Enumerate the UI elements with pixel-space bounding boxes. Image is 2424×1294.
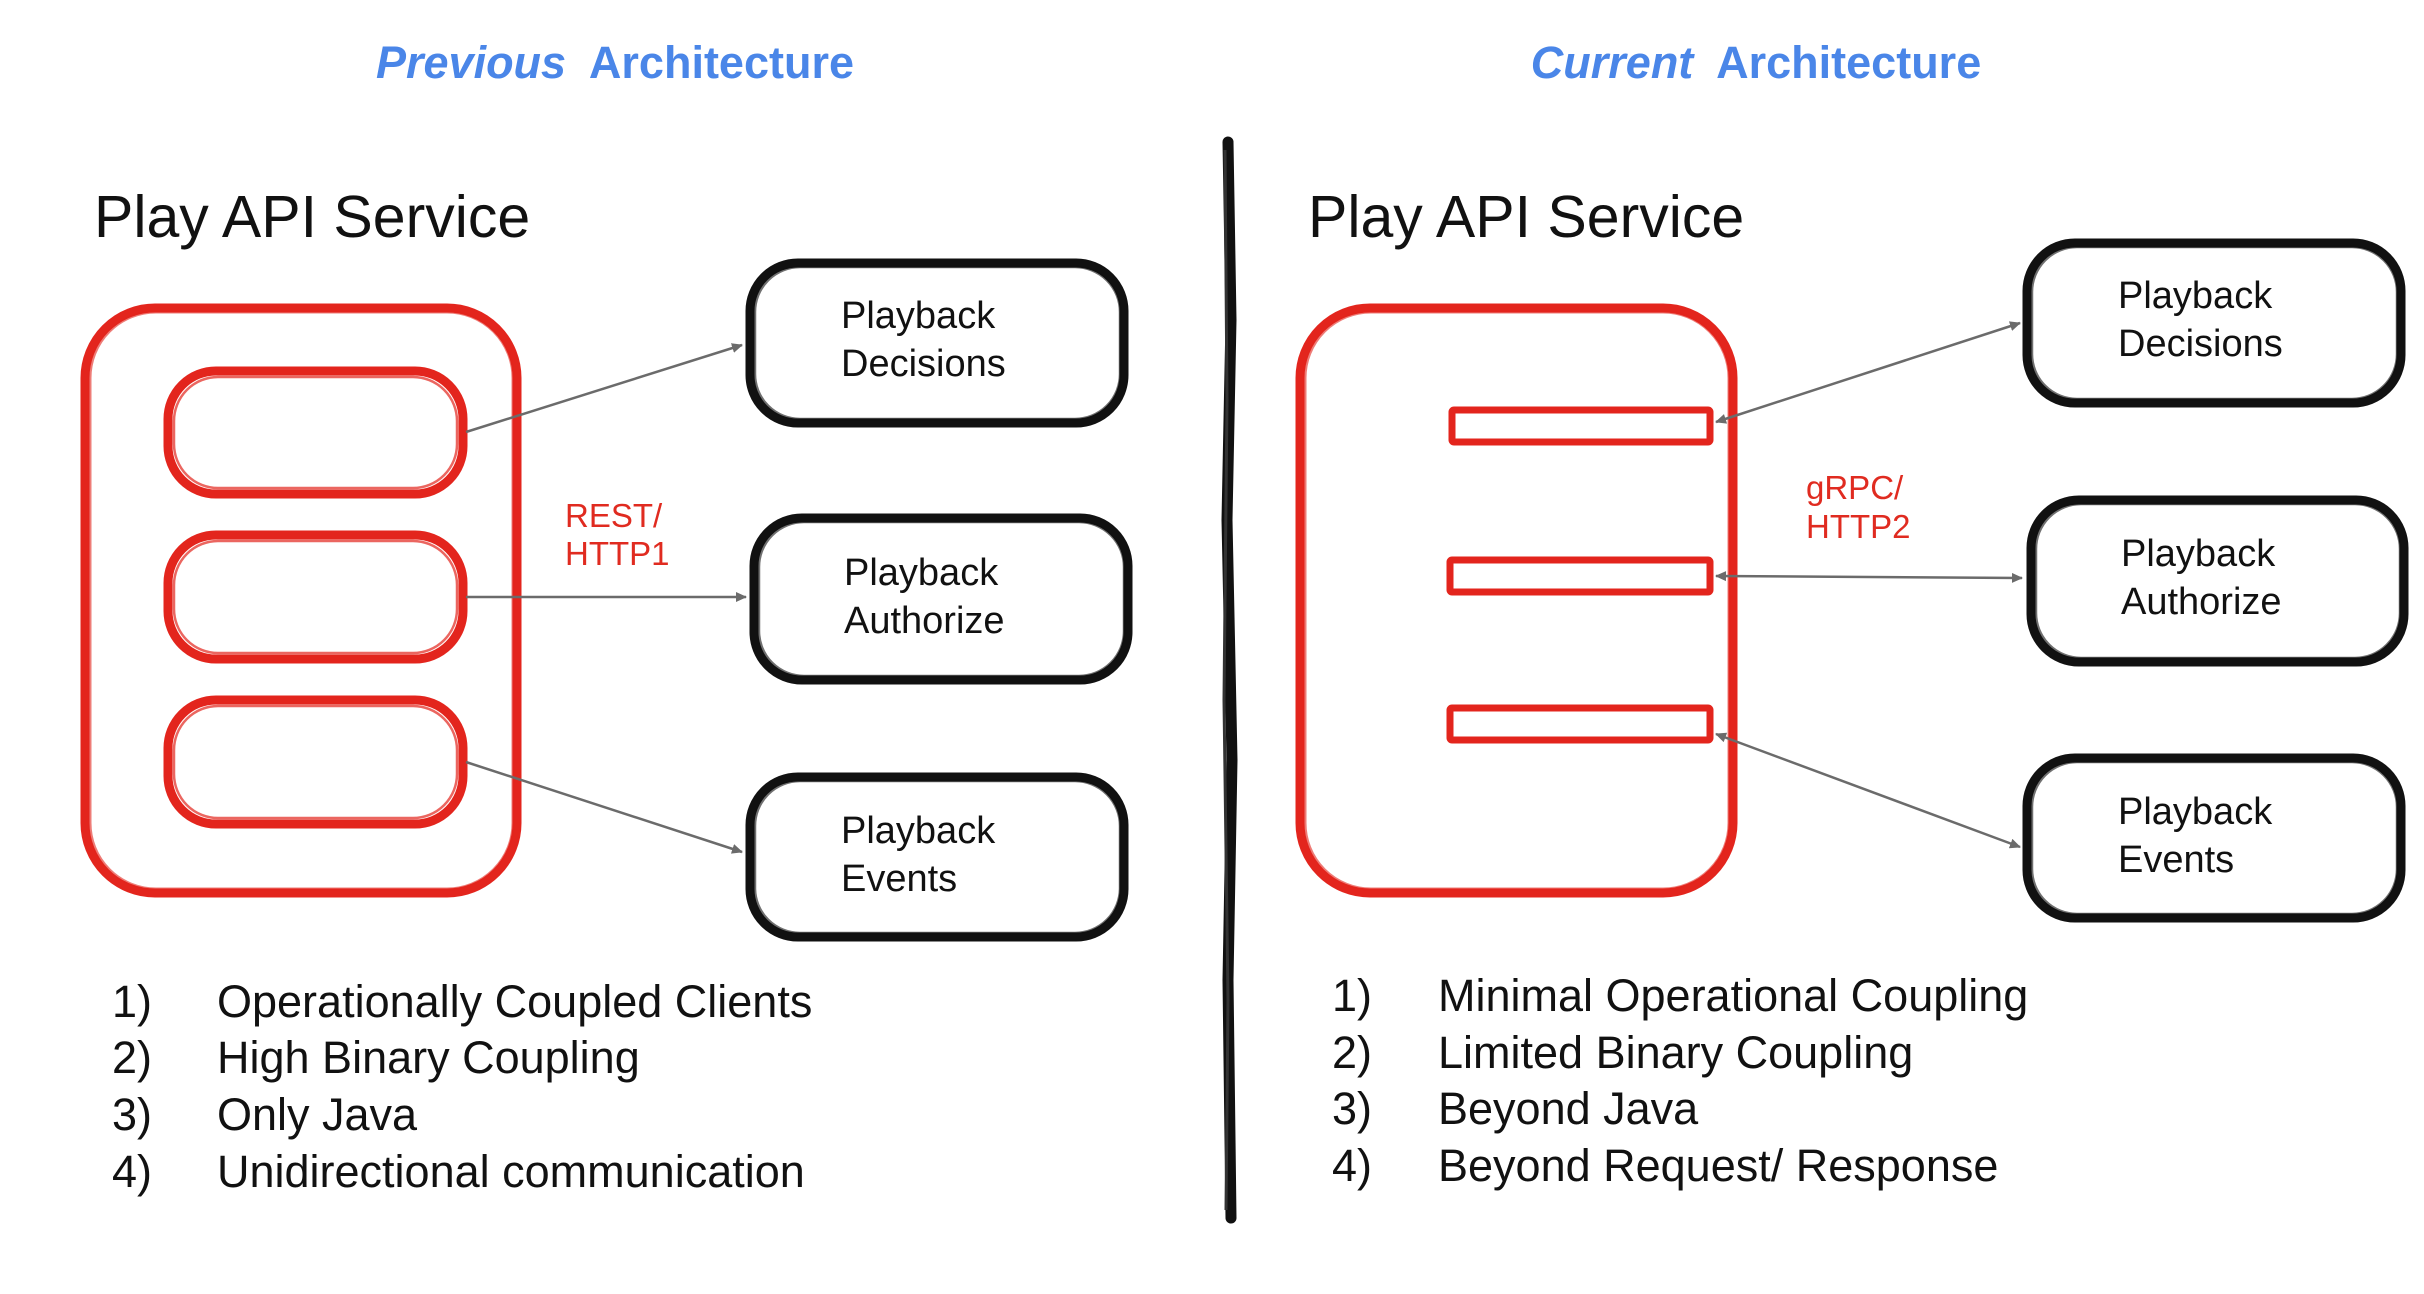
current-protocol-label-line2: HTTP2 [1806, 508, 1911, 545]
previous-decisions-label-line2: Decisions [841, 343, 1006, 385]
current-architecture-heading: Current Architecture [1531, 37, 1981, 88]
current-decisions-label-line1: Playback [2118, 275, 2273, 317]
previous-arrow-decisions [465, 343, 743, 434]
current-authorize-label-line1: Playback [2121, 533, 2276, 575]
current-arrow-events [1715, 732, 2021, 849]
current-heading-emphasis: Current [1531, 37, 1696, 88]
current-list-num-2: 2) [1332, 1027, 1372, 1078]
current-protocol-label-line1: gRPC/ [1806, 469, 1904, 506]
previous-list-text-1: Operationally Coupled Clients [217, 976, 812, 1027]
previous-decisions-label-line1: Playback [841, 295, 996, 337]
current-service-box-events: Playback Events [2022, 753, 2406, 923]
current-service-box-decisions: Playback Decisions [2022, 238, 2406, 408]
previous-heading-rest: Architecture [589, 37, 854, 88]
previous-client-component-2 [163, 530, 468, 664]
current-characteristics-list: 1) Minimal Operational Coupling 2) Limit… [1332, 970, 2028, 1191]
previous-service-box-authorize: Playback Authorize [749, 513, 1133, 685]
current-events-label-line1: Playback [2118, 791, 2273, 833]
previous-client-component-1 [163, 366, 468, 499]
previous-arrow-events [465, 760, 743, 854]
previous-list-num-4: 4) [112, 1146, 152, 1197]
section-divider [1221, 136, 1238, 1224]
previous-service-title: Play API Service [94, 184, 530, 250]
current-grpc-stub-1 [1448, 406, 1714, 446]
previous-authorize-label-line2: Authorize [844, 600, 1005, 642]
previous-architecture-heading: Previous Architecture [376, 37, 854, 88]
current-events-label-line2: Events [2118, 839, 2234, 881]
previous-heading-emphasis: Previous [376, 37, 566, 88]
current-service-title: Play API Service [1308, 184, 1744, 250]
current-authorize-label-line2: Authorize [2121, 581, 2282, 623]
previous-list-num-1: 1) [112, 976, 152, 1027]
previous-events-label-line2: Events [841, 858, 957, 900]
previous-api-service-container [80, 303, 522, 898]
current-api-service-container [1295, 303, 1738, 898]
current-list-text-1: Minimal Operational Coupling [1438, 970, 2028, 1021]
current-list-num-1: 1) [1332, 970, 1372, 1021]
previous-protocol-label-line2: HTTP1 [565, 535, 670, 572]
previous-characteristics-list: 1) Operationally Coupled Clients 2) High… [112, 976, 812, 1197]
current-decisions-label-line2: Decisions [2118, 323, 2283, 365]
current-list-text-2: Limited Binary Coupling [1438, 1027, 1913, 1078]
current-grpc-stub-3 [1446, 704, 1714, 744]
current-list-num-4: 4) [1332, 1140, 1372, 1191]
current-arrow-decisions [1715, 321, 2021, 424]
previous-list-num-2: 2) [112, 1032, 152, 1083]
current-heading-rest: Architecture [1716, 37, 1981, 88]
current-arrow-authorize [1715, 571, 2023, 583]
previous-list-text-2: High Binary Coupling [217, 1032, 640, 1083]
previous-service-box-decisions: Playback Decisions [745, 258, 1129, 428]
current-list-num-3: 3) [1332, 1083, 1372, 1134]
current-service-box-authorize: Playback Authorize [2026, 495, 2409, 667]
previous-client-component-3 [163, 695, 468, 829]
previous-protocol-label-line1: REST/ [565, 497, 663, 534]
previous-authorize-label-line1: Playback [844, 552, 999, 594]
current-list-text-4: Beyond Request/ Response [1438, 1140, 1998, 1191]
previous-events-label-line1: Playback [841, 810, 996, 852]
current-list-text-3: Beyond Java [1438, 1083, 1699, 1134]
previous-service-box-events: Playback Events [745, 772, 1129, 942]
previous-list-text-3: Only Java [217, 1089, 418, 1140]
current-grpc-stub-2 [1446, 556, 1714, 596]
previous-list-text-4: Unidirectional communication [217, 1146, 805, 1197]
previous-list-num-3: 3) [112, 1089, 152, 1140]
